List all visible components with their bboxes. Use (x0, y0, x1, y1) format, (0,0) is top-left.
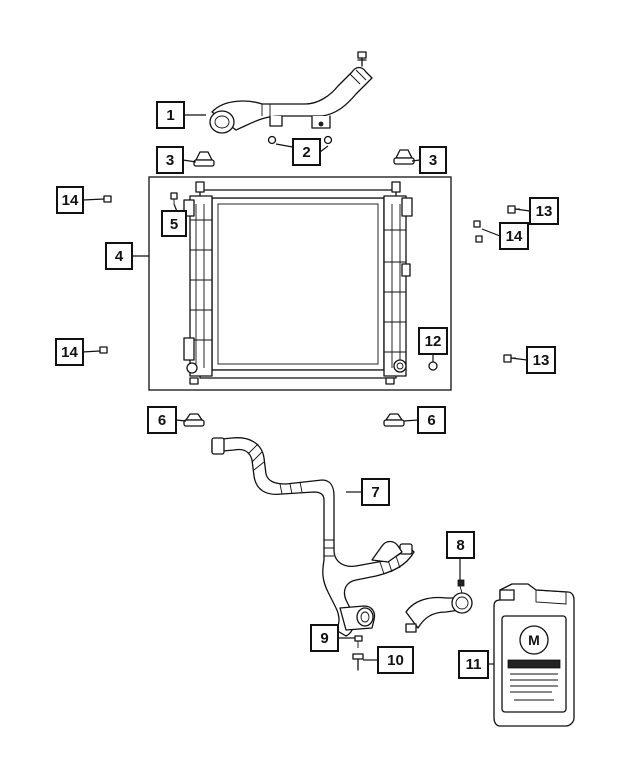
callout-11: 11 (458, 650, 489, 679)
callout-8-label: 8 (456, 537, 464, 554)
radiator-assembly-frame (148, 176, 452, 391)
callout-9-label: 9 (320, 630, 328, 647)
callout-4: 4 (105, 242, 133, 270)
callout-14-upper-left-label: 14 (62, 192, 79, 209)
upper-isolator-left (193, 151, 215, 167)
callout-13-lower-label: 13 (533, 352, 550, 369)
heater-hose (405, 579, 473, 633)
upper-radiator-hose (209, 51, 373, 134)
callout-10: 10 (377, 646, 414, 674)
callout-3-right-label: 3 (429, 152, 437, 169)
callout-11-label: 11 (466, 656, 482, 673)
callout-12: 12 (418, 327, 448, 355)
brand-mark: M (528, 632, 540, 648)
callout-1-label: 1 (166, 107, 174, 124)
callout-2: 2 (292, 138, 321, 166)
hose-bracket-nut (267, 135, 333, 145)
lower-radiator-hose (211, 437, 415, 637)
lower-isolator-left (183, 413, 205, 427)
upper-isolator-right (393, 149, 415, 165)
radiator-bolt (170, 192, 178, 204)
housing-bolt (354, 635, 363, 648)
callout-12-label: 12 (425, 333, 442, 350)
callout-10-label: 10 (387, 652, 404, 669)
lower-isolator-right (383, 413, 405, 427)
coolant-jug: M (493, 583, 575, 727)
callout-2-label: 2 (302, 144, 310, 161)
callout-3-right: 3 (419, 146, 447, 174)
retainer-clip-upper-left (103, 195, 112, 203)
callout-7: 7 (361, 478, 390, 506)
callout-3-left-label: 3 (166, 152, 174, 169)
callout-13-upper-label: 13 (536, 203, 553, 220)
callout-8: 8 (446, 531, 475, 559)
callout-14-right: 14 (499, 222, 529, 250)
callout-6-left: 6 (147, 406, 177, 434)
flange-bolt (352, 653, 364, 671)
drain-plug (428, 361, 438, 371)
callout-13-upper: 13 (529, 197, 559, 225)
retainer-clip-lower-left (99, 346, 108, 354)
callout-5-label: 5 (170, 216, 178, 233)
callout-14-right-label: 14 (506, 228, 523, 245)
callout-7-label: 7 (371, 484, 379, 501)
callout-14-lower-left: 14 (55, 338, 84, 366)
callout-6-right: 6 (417, 406, 446, 434)
retainer-clip-right (473, 220, 483, 243)
callout-14-lower-left-label: 14 (61, 344, 78, 361)
callout-5: 5 (161, 210, 187, 237)
callout-4-label: 4 (115, 248, 124, 265)
callout-3-left: 3 (156, 146, 184, 174)
callout-6-left-label: 6 (158, 412, 166, 429)
callout-6-right-label: 6 (427, 412, 435, 429)
callout-13-lower: 13 (526, 346, 556, 374)
callout-14-upper-left: 14 (56, 186, 84, 214)
callout-9: 9 (310, 624, 339, 652)
callout-1: 1 (156, 101, 185, 129)
radiator (183, 181, 413, 385)
